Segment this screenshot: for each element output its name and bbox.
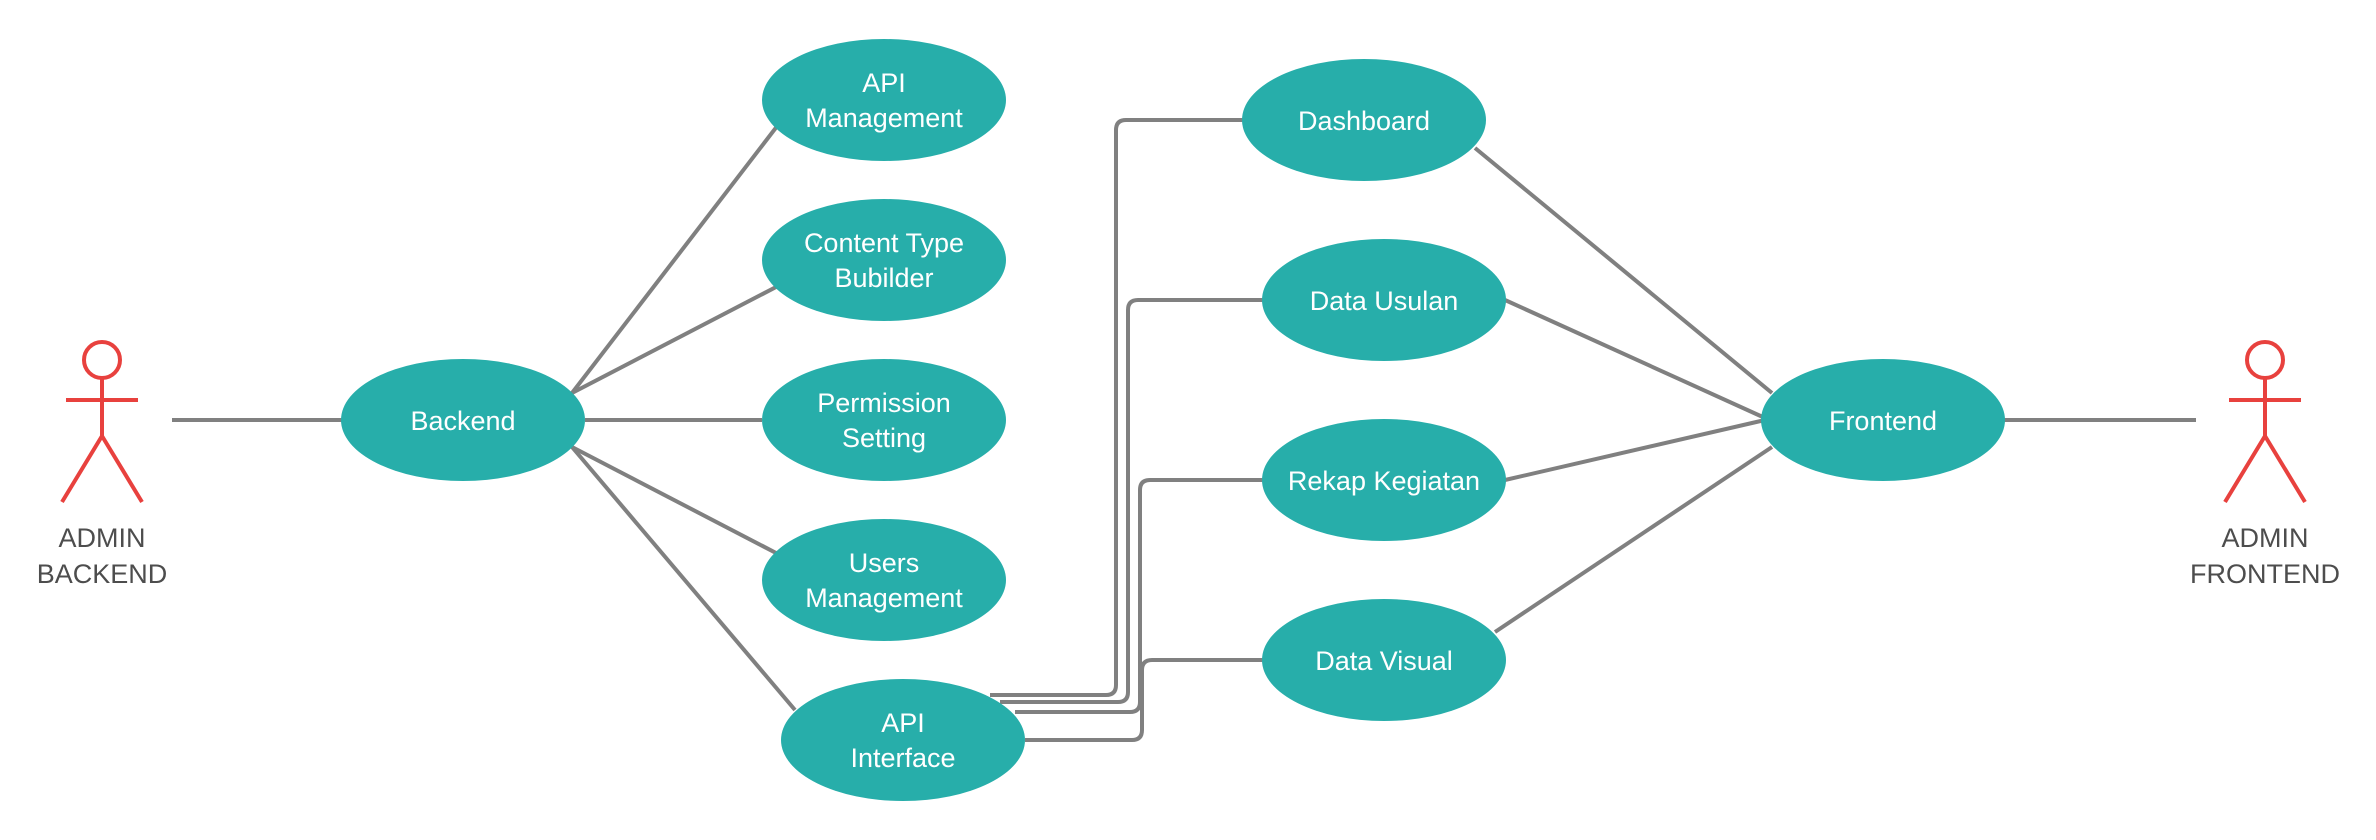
usecase-label: Data Visual [1315,646,1453,676]
link-api-interface-to-data-visual [1025,658,1265,742]
usecase-frontend[interactable]: Frontend [1761,359,2005,481]
link-data-visual-to-frontend [1493,445,1774,634]
usecase-label: Permission [817,388,951,418]
usecase-label: Backend [410,406,515,436]
usecase-label: API [881,708,925,738]
usecase-permission-setting[interactable]: Permission Setting [762,359,1006,481]
usecase-data-usulan[interactable]: Data Usulan [1262,239,1506,361]
usecase-label: Interface [850,743,955,773]
usecase-label: Users [849,548,920,578]
stick-figure-icon [2223,340,2307,504]
usecase-backend[interactable]: Backend [341,359,585,481]
usecase-label: Content Type [804,228,964,258]
usecase-label: Bubilder [834,263,933,293]
usecase-content-type-builder[interactable]: Content Type Bubilder [762,199,1006,321]
usecase-label: Frontend [1829,406,1937,436]
link-api-interface-to-dashboard [990,118,1245,697]
link-api-interface-to-data-usulan [1000,298,1265,704]
usecase-label: API [862,68,906,98]
usecase-label: Setting [842,423,926,453]
link-dashboard-to-frontend [1473,146,1774,395]
actor-admin-backend: ADMIN BACKEND [37,340,168,589]
usecase-users-management[interactable]: Users Management [762,519,1006,641]
actor-label-line: BACKEND [37,559,168,589]
link-backend-to-content-type-builder [571,284,779,395]
usecase-dashboard[interactable]: Dashboard [1242,59,1486,181]
usecase-label: Management [805,583,963,613]
usecase-label: Data Usulan [1310,286,1459,316]
actor-label-line: FRONTEND [2190,559,2340,589]
link-data-usulan-to-frontend [1504,298,1766,420]
usecase-data-visual[interactable]: Data Visual [1262,599,1506,721]
stick-figure-icon [60,340,144,504]
usecase-label: Dashboard [1298,106,1430,136]
usecase-label: Management [805,103,963,133]
actor-admin-frontend: ADMIN FRONTEND [2190,340,2340,589]
link-backend-to-api-management [570,123,780,395]
usecase-api-interface[interactable]: API Interface [781,679,1025,801]
link-backend-to-users-management [571,445,779,556]
usecase-label: Rekap Kegiatan [1288,466,1480,496]
actor-label-line: ADMIN [59,523,146,553]
actor-label-line: ADMIN [2222,523,2309,553]
link-rekap-kegiatan-to-frontend [1504,418,1766,482]
usecase-api-management[interactable]: API Management [762,39,1006,161]
link-api-interface-to-rekap-kegiatan [1015,478,1265,714]
connectors [172,118,2196,742]
usecase-rekap-kegiatan[interactable]: Rekap Kegiatan [1262,419,1506,541]
link-backend-to-api-interface [570,445,797,712]
